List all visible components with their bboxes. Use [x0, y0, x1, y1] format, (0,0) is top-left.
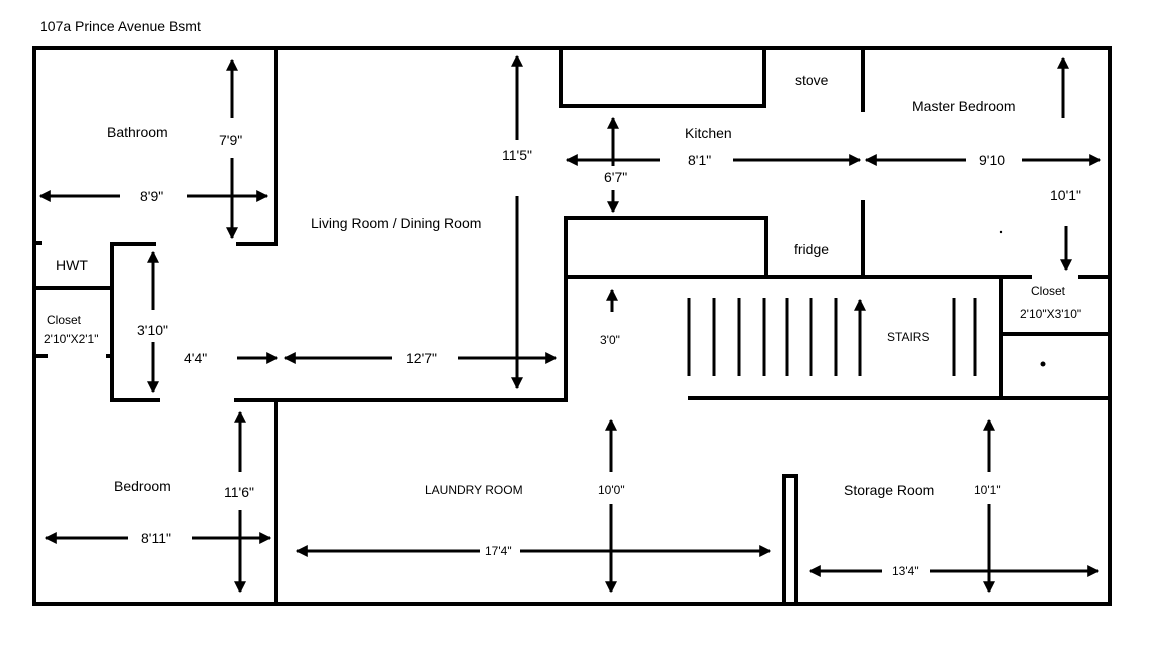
room-laundry: LAUNDRY ROOM: [425, 483, 523, 497]
room-fridge: fridge: [794, 241, 829, 257]
marker-dot: [999, 230, 1003, 234]
room-hwt: HWT: [56, 257, 88, 273]
dimension-labels: 8'9" 7'9" 11'5" 6'7" 8'1" 9'10 10'1" 3'1…: [137, 132, 1081, 578]
closet-left-dimension: 2'10"X2'1": [44, 332, 98, 346]
dim-kitchen-height: 6'7": [604, 169, 627, 185]
dim-storage-height: 10'1": [974, 483, 1001, 497]
room-stove: stove: [795, 72, 829, 88]
marker-dot: [1040, 361, 1046, 367]
dim-laundry-width: 17'4": [485, 544, 512, 558]
dim-bath-height: 7'9": [219, 132, 242, 148]
dim-stair-gap: 3'0": [600, 333, 620, 347]
room-stairs: STAIRS: [887, 330, 929, 344]
room-storage: Storage Room: [844, 482, 934, 498]
dim-living-height: 11'5": [502, 147, 532, 163]
room-living: Living Room / Dining Room: [311, 215, 481, 231]
dim-laundry-height: 10'0": [598, 483, 625, 497]
dim-hall-width: 4'4": [184, 350, 207, 366]
dimension-arrows: [38, 54, 1102, 594]
room-bedroom: Bedroom: [114, 478, 171, 494]
dim-kitchen-width: 8'1": [688, 152, 711, 168]
room-bathroom: Bathroom: [107, 124, 168, 140]
plan-title: 107a Prince Avenue Bsmt: [40, 18, 201, 34]
stair-treads: [687, 298, 977, 376]
room-labels: Bathroom Living Room / Dining Room Kitch…: [44, 72, 1081, 498]
walls: [32, 46, 1112, 606]
dim-storage-width: 13'4": [892, 564, 919, 578]
room-closet-left: Closet: [47, 313, 82, 327]
room-closet-right: Closet: [1031, 284, 1066, 298]
dim-living-width: 12'7": [406, 350, 437, 366]
dim-master-height: 10'1": [1050, 187, 1081, 203]
dim-hall-height: 3'10": [137, 322, 168, 338]
room-master-bedroom: Master Bedroom: [912, 98, 1015, 114]
closet-right-dimension: 2'10"X3'10": [1020, 307, 1081, 321]
dim-bedroom-height: 11'6": [224, 484, 254, 500]
room-kitchen: Kitchen: [685, 125, 732, 141]
dim-bedroom-width: 8'11": [141, 530, 171, 546]
dim-bath-width: 8'9": [140, 188, 163, 204]
dim-master-width: 9'10: [979, 152, 1005, 168]
